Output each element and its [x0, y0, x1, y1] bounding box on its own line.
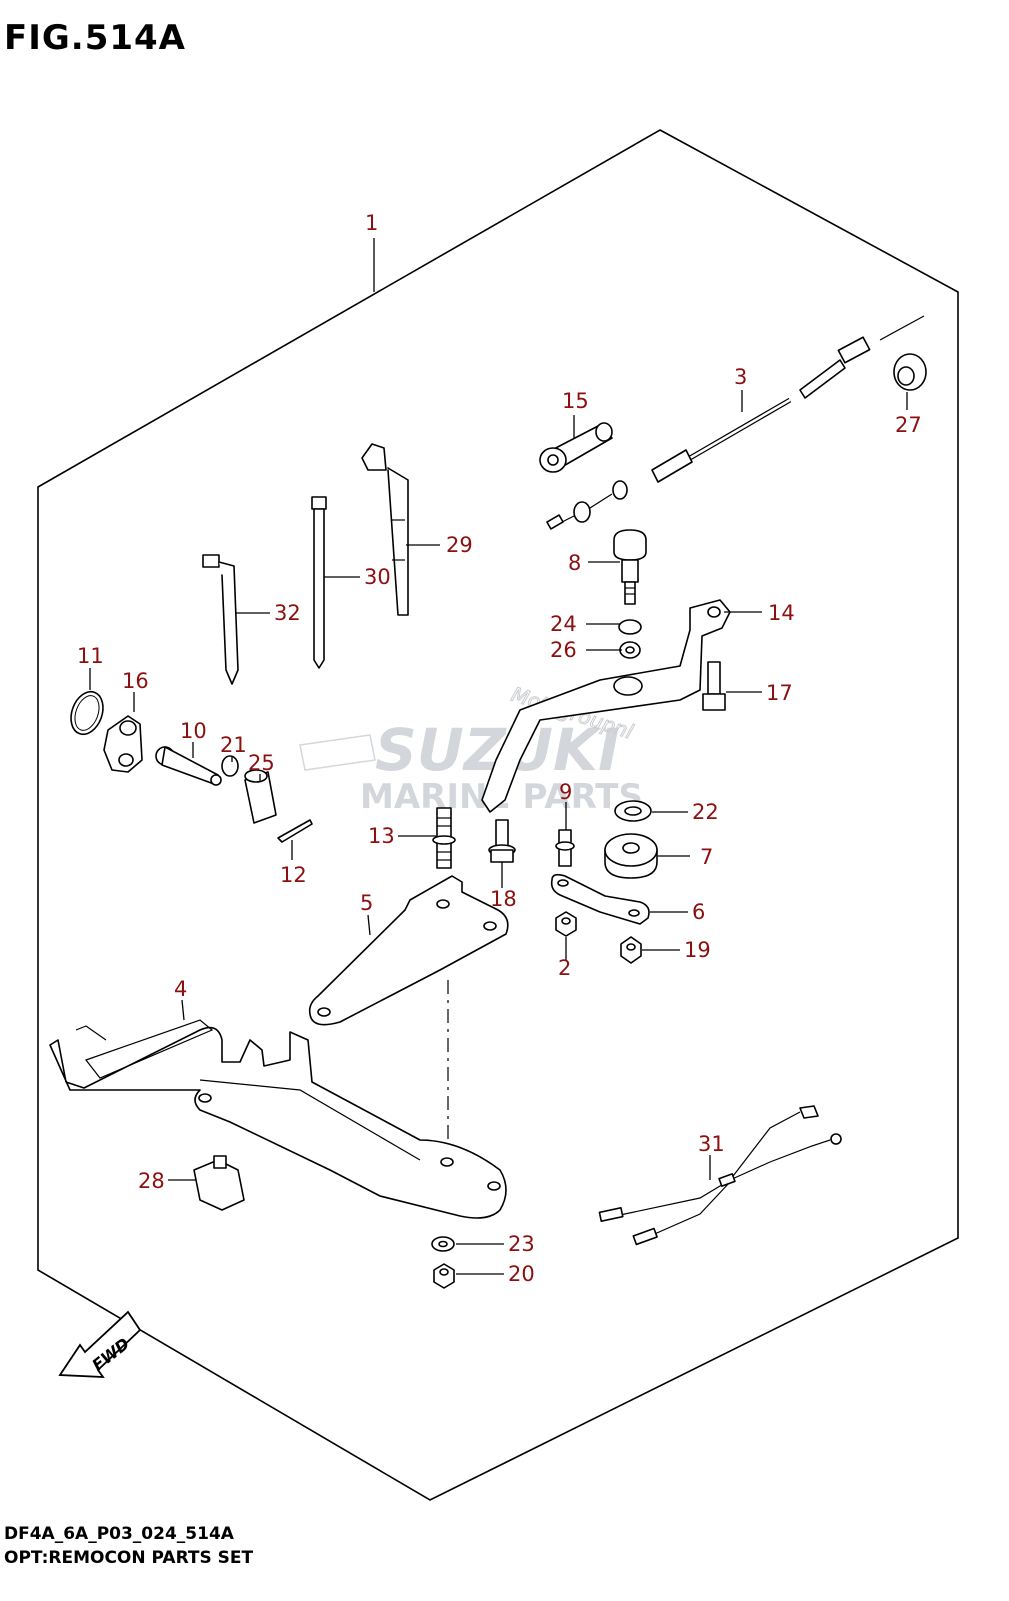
callout-8: 8: [568, 551, 581, 575]
nut-20: [433, 1263, 455, 1289]
cable-tie-clip-29: [361, 443, 409, 616]
cable-tie-clip-32: [202, 554, 239, 685]
callout-6: 6: [692, 900, 705, 924]
cable-bracket: [481, 599, 731, 813]
lever: [103, 715, 143, 773]
shoulder-bolt: [613, 529, 647, 605]
flange-bolt: [488, 819, 516, 863]
callout-22: 22: [692, 800, 719, 824]
fwd-arrow-icon: FWD: [58, 1310, 142, 1378]
callout-1: 1: [365, 211, 378, 235]
triangular-plate: [308, 875, 509, 1026]
callout-19: 19: [684, 938, 711, 962]
callout-31: 31: [698, 1132, 725, 1156]
callout-24: 24: [550, 612, 577, 636]
clamp: [193, 1155, 245, 1211]
lock-washer: [618, 619, 642, 635]
watermark-boat-icon: [299, 734, 376, 771]
callout-5: 5: [360, 891, 373, 915]
washer-21: [221, 755, 239, 777]
callout-10: 10: [180, 719, 207, 743]
cable-tie: [311, 496, 327, 669]
callout-21: 21: [220, 733, 247, 757]
callout-2: 2: [558, 956, 571, 980]
mounting-bracket: [49, 1019, 507, 1219]
callout-3: 3: [734, 365, 747, 389]
nut-2: [555, 911, 577, 937]
stud: [432, 807, 456, 869]
callout-28: 28: [138, 1169, 165, 1193]
grommet: [893, 353, 927, 391]
callout-32: 32: [274, 601, 301, 625]
callout-7: 7: [700, 845, 713, 869]
link-plate: [550, 873, 650, 925]
cotter-pin: [277, 819, 313, 843]
callouts: 1 2 3 4 5 6 7 8 9 10 11 12 13 14 15 16 1…: [77, 211, 922, 1286]
leader-lines: [89, 238, 908, 1275]
snap-ring: [70, 690, 104, 736]
callout-12: 12: [280, 863, 307, 887]
cable-grommet: [604, 833, 658, 879]
callout-23: 23: [508, 1232, 535, 1256]
callout-11: 11: [77, 644, 104, 668]
stud-bolt: [555, 829, 575, 867]
callout-25: 25: [248, 751, 275, 775]
callout-17: 17: [766, 681, 793, 705]
callout-16: 16: [122, 669, 149, 693]
kit-outline: [37, 129, 959, 1501]
nut-19: [620, 936, 642, 964]
callout-30: 30: [364, 565, 391, 589]
callout-15: 15: [562, 389, 589, 413]
cable-end: [539, 422, 613, 473]
remote-cable: [546, 315, 925, 530]
callout-18: 18: [490, 887, 517, 911]
bolt-17: [702, 661, 726, 711]
callout-9: 9: [559, 780, 572, 804]
wire-harness: [598, 1105, 842, 1246]
callout-20: 20: [508, 1262, 535, 1286]
callout-4: 4: [174, 977, 187, 1001]
pin: [155, 746, 222, 786]
callout-14: 14: [768, 601, 795, 625]
figure-code: DF4A_6A_P03_024_514A: [4, 1524, 234, 1544]
callout-27: 27: [895, 413, 922, 437]
callout-29: 29: [446, 533, 473, 557]
callout-26: 26: [550, 638, 577, 662]
figure-title: FIG.514A: [4, 18, 186, 58]
figure-subtitle: OPT:REMOCON PARTS SET: [4, 1548, 254, 1568]
callout-13: 13: [368, 824, 395, 848]
